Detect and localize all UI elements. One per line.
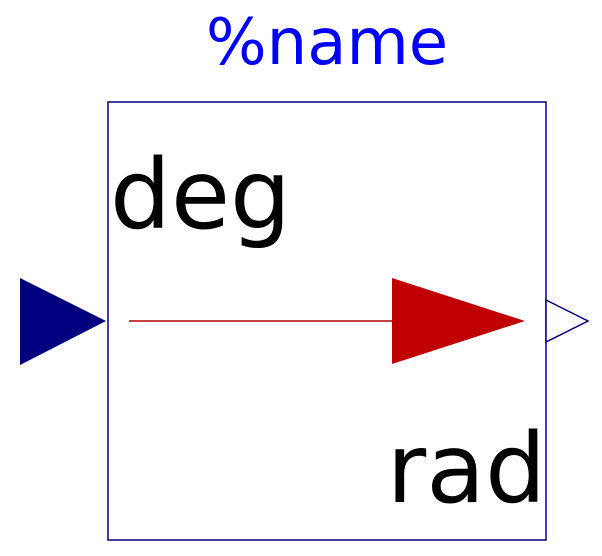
output-unit-label: rad bbox=[387, 413, 546, 525]
input-unit-label: deg bbox=[110, 139, 291, 251]
input-port-icon[interactable] bbox=[20, 278, 106, 365]
output-port-icon[interactable] bbox=[545, 298, 590, 344]
block-name-label: %name bbox=[206, 6, 448, 80]
conversion-arrow-icon bbox=[392, 278, 525, 364]
